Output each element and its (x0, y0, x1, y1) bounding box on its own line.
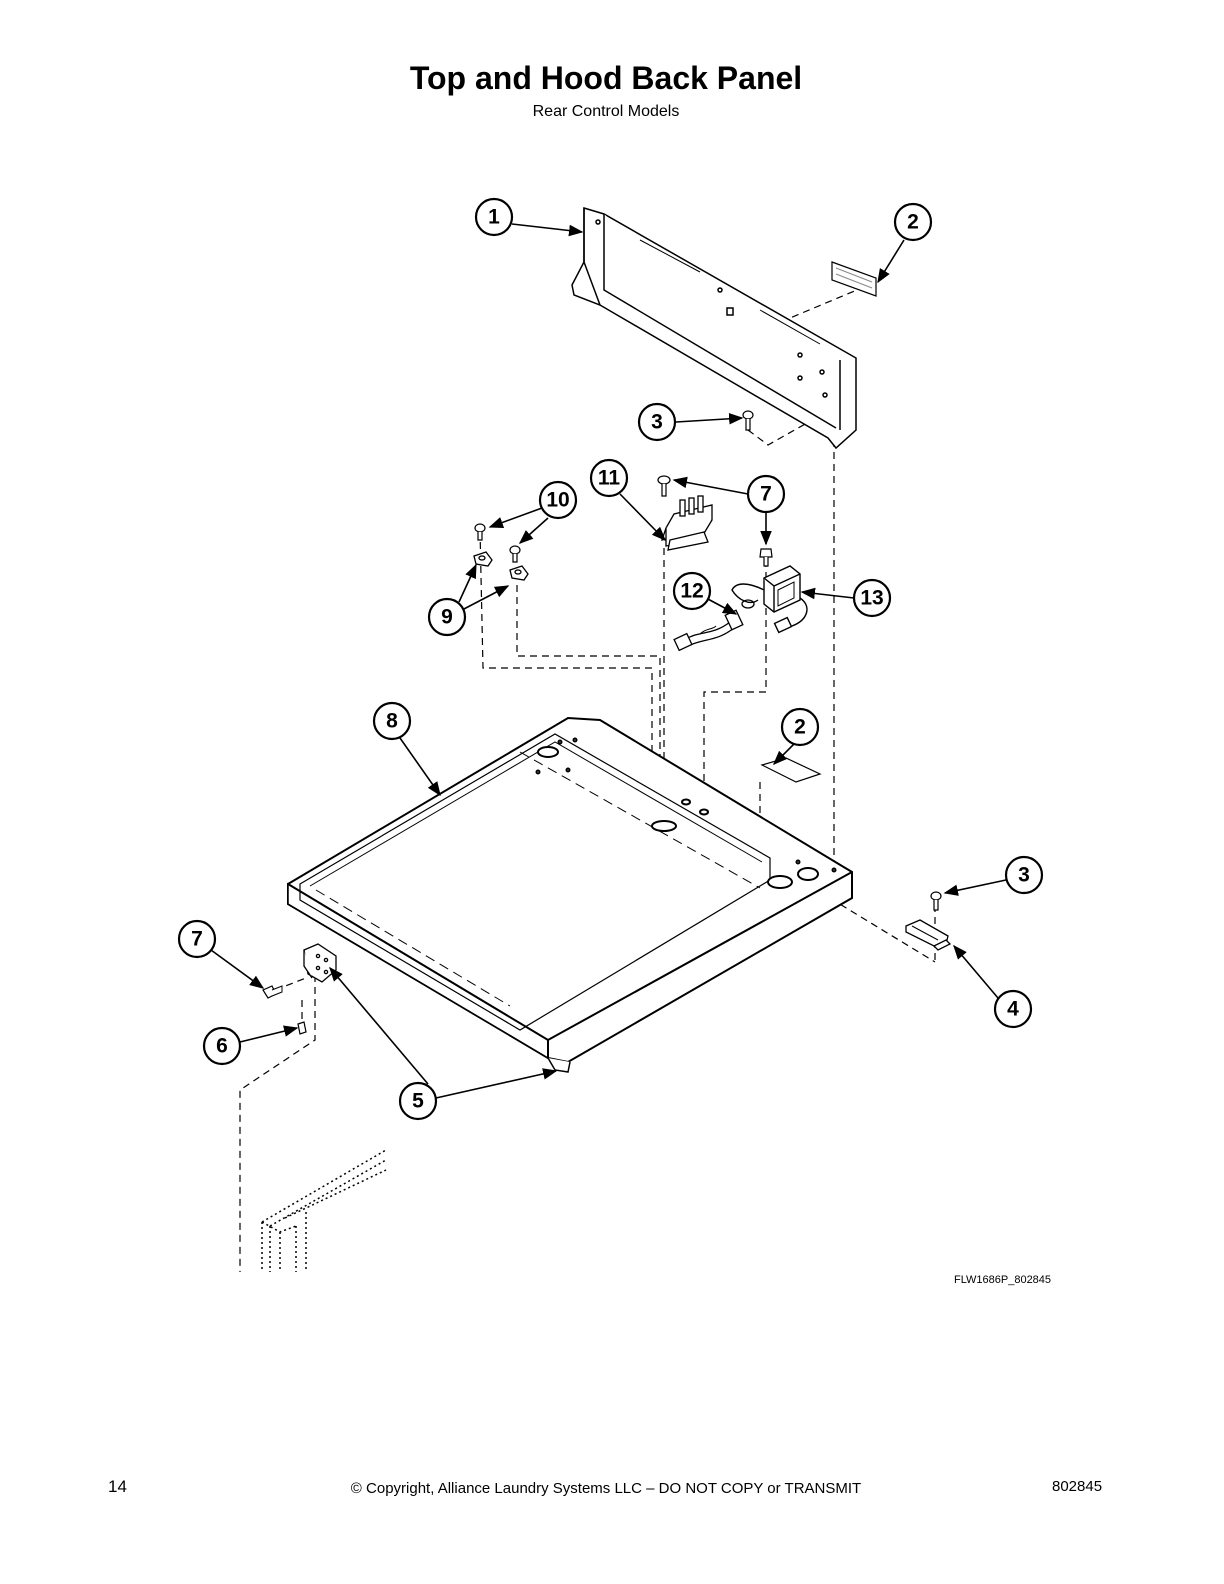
callout-7-upper (746, 474, 786, 514)
callout-10 (538, 480, 578, 520)
callout-9 (427, 597, 467, 637)
callout-12-label: 12 (680, 580, 703, 603)
terminal-block (661, 495, 713, 551)
callout-9-label: 9 (441, 606, 453, 629)
page-subtitle: Rear Control Models (532, 103, 680, 120)
hinge-right (905, 919, 952, 951)
callout-10-label: 10 (546, 489, 569, 512)
label-upper (831, 261, 877, 297)
callout-leaders (210, 223, 1007, 1099)
callout-3-upper (637, 402, 677, 442)
callout-7-upper-label: 7 (760, 483, 772, 506)
callout-8-label: 8 (386, 710, 398, 733)
callout-6-label: 6 (216, 1035, 228, 1058)
clip-screws (474, 523, 521, 563)
label-lower (760, 757, 822, 783)
callout-2-upper (893, 202, 933, 242)
callout-5-label: 5 (412, 1090, 424, 1113)
callout-4-label: 4 (1007, 998, 1019, 1021)
callout-5 (398, 1081, 438, 1121)
screw-lower-right (930, 891, 942, 911)
callout-11-label: 11 (598, 467, 621, 490)
figure-code: FLW1686P_802845 (954, 1274, 1052, 1286)
callout-6 (202, 1026, 242, 1066)
cabinet-outline (261, 1149, 387, 1272)
callout-circles (177, 197, 1044, 1121)
transformer (731, 565, 808, 634)
callout-7-lower (177, 919, 217, 959)
callout-4 (993, 989, 1033, 1029)
callout-7-lower-label: 7 (191, 928, 203, 951)
callout-3-lower (1004, 855, 1044, 895)
page-title: Top and Hood Back Panel (409, 60, 803, 96)
callout-13-label: 13 (860, 587, 883, 610)
callout-3-upper-label: 3 (651, 411, 663, 434)
screw-lower-left (262, 985, 283, 999)
callout-2-lower (780, 707, 820, 747)
callout-2-upper-label: 2 (907, 211, 919, 234)
callout-1-label: 1 (488, 206, 500, 229)
copyright-notice: © Copyright, Alliance Laundry Systems LL… (350, 1480, 862, 1497)
callout-13 (852, 578, 892, 618)
callout-3-lower-label: 3 (1018, 864, 1030, 887)
callout-8 (372, 701, 412, 741)
callout-1 (474, 197, 514, 237)
hood-back-panel (571, 206, 857, 450)
screw-terminal (657, 475, 671, 497)
screw-upper (742, 410, 754, 431)
wire-clips (473, 551, 529, 581)
top-panel (287, 716, 853, 1073)
document-number: 802845 (1052, 1478, 1103, 1495)
callout-12 (672, 571, 712, 611)
wire-harness (673, 599, 755, 652)
hinge-left (303, 943, 337, 983)
screw-transformer (759, 548, 773, 567)
callout-2-lower-label: 2 (794, 716, 806, 739)
callout-11 (589, 458, 629, 498)
clip-left (297, 1021, 307, 1035)
page-number: 14 (108, 1477, 127, 1496)
